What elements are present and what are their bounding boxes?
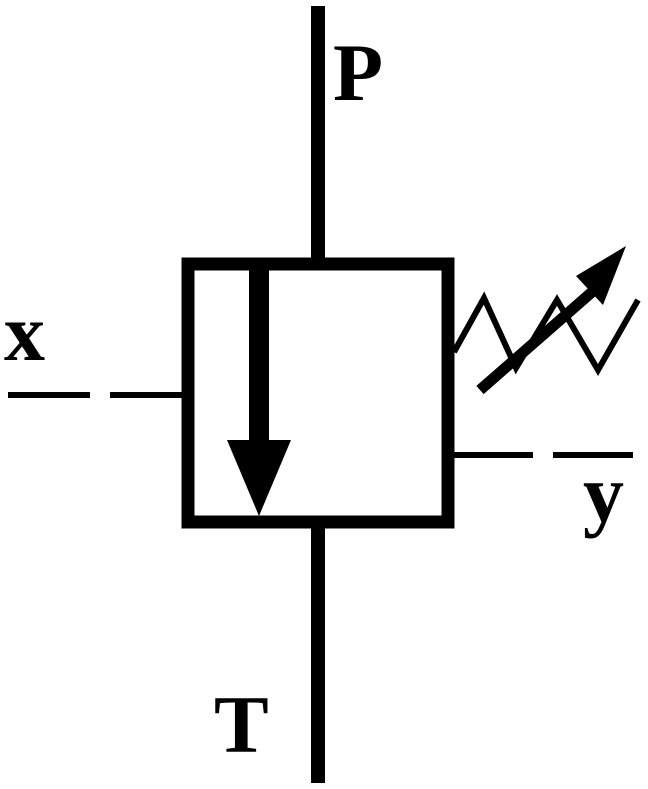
port-label-p: P — [333, 27, 383, 118]
flow-arrow-icon — [227, 268, 291, 516]
port-label-x: x — [4, 287, 45, 378]
adjustable-arrow-icon — [476, 246, 626, 395]
valve-body — [181, 257, 455, 529]
port-label-y: y — [583, 448, 624, 539]
port-label-t: T — [214, 679, 269, 770]
